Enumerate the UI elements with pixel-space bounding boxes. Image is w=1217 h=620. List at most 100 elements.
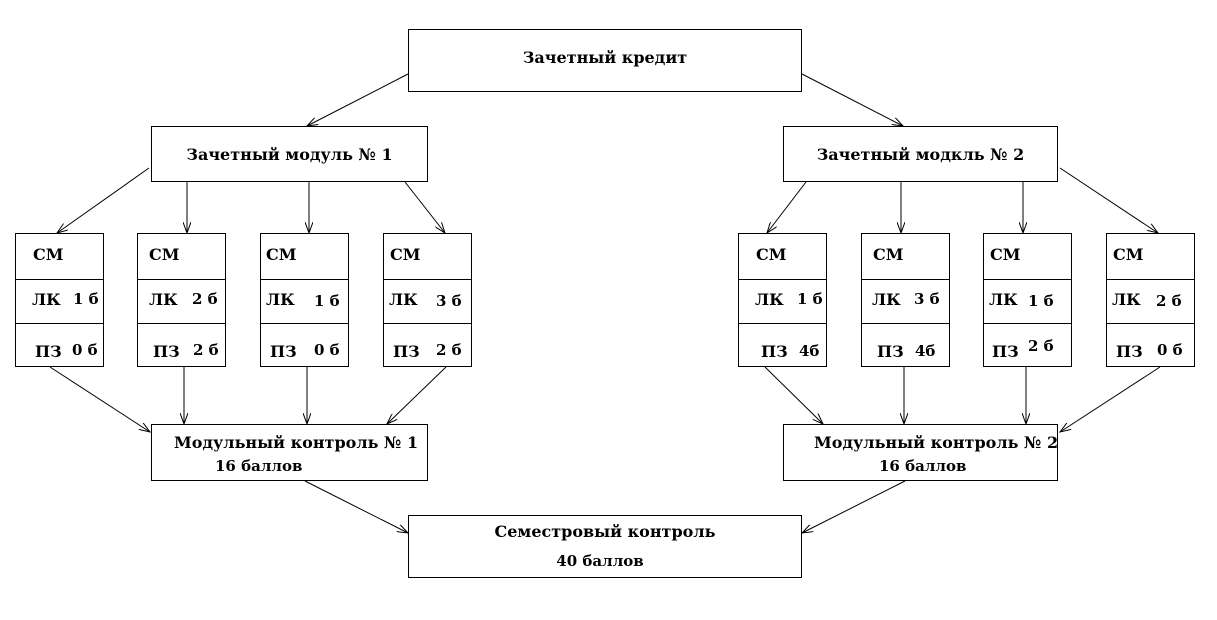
pz-label: ПЗ xyxy=(761,342,788,361)
lk-value: 1 б xyxy=(797,290,823,308)
lk-value: 1 б xyxy=(314,292,340,310)
module-control-1-title: Модульный контроль № 1 xyxy=(174,433,419,452)
semester-control-points: 40 баллов xyxy=(556,552,644,570)
unit-box: СМ ЛК 2 б ПЗ 2 б xyxy=(137,233,226,367)
sm-cell: СМ xyxy=(1107,234,1194,279)
arrow-control-1-to-semester xyxy=(304,480,408,533)
module-1-box: Зачетный модуль № 1 xyxy=(151,126,428,182)
sm-cell: СМ xyxy=(739,234,826,279)
sm-label: СМ xyxy=(1113,245,1144,264)
pz-cell: ПЗ 0 б xyxy=(261,323,348,367)
arrow-unit-1-to-control-1 xyxy=(49,366,150,432)
unit-box: СМ ЛК 1 б ПЗ 0 б xyxy=(15,233,104,367)
sm-label: СМ xyxy=(756,245,787,264)
arrow-unit-4-to-control-1 xyxy=(387,366,447,424)
module-control-1-box: Модульный контроль № 1 16 баллов xyxy=(151,424,428,481)
lk-label: ЛК xyxy=(755,290,784,309)
pz-label: ПЗ xyxy=(35,342,62,361)
arrow-credit-to-module-1 xyxy=(307,73,409,126)
module-control-1-points: 16 баллов xyxy=(215,457,303,475)
unit-box: СМ ЛК 3 б ПЗ 4б xyxy=(861,233,950,367)
module-2-title: Зачетный модкль № 2 xyxy=(816,145,1025,164)
sm-label: СМ xyxy=(390,245,421,264)
pz-value: 0 б xyxy=(72,341,98,359)
pz-value: 2 б xyxy=(193,341,219,359)
lk-value: 3 б xyxy=(914,290,940,308)
arrow-module-2-to-unit-1 xyxy=(767,181,807,233)
arrow-control-2-to-semester xyxy=(802,480,906,533)
lk-cell: ЛК 2 б xyxy=(1107,279,1194,323)
pz-value: 4б xyxy=(799,342,820,360)
lk-label: ЛК xyxy=(266,290,295,309)
pz-value: 0 б xyxy=(314,341,340,359)
pz-label: ПЗ xyxy=(877,342,904,361)
pz-cell: ПЗ 0 б xyxy=(1107,323,1194,367)
lk-label: ЛК xyxy=(872,290,901,309)
lk-cell: ЛК 1 б xyxy=(739,279,826,323)
lk-value: 1 б xyxy=(1028,292,1054,310)
arrow-credit-to-module-2 xyxy=(801,73,903,126)
pz-cell: ПЗ 4б xyxy=(739,323,826,367)
unit-box: СМ ЛК 1 б ПЗ 0 б xyxy=(260,233,349,367)
sm-label: СМ xyxy=(149,245,180,264)
lk-cell: ЛК 1 б xyxy=(16,279,103,323)
pz-cell: ПЗ 2 б xyxy=(138,323,225,367)
unit-box: СМ ЛК 3 б ПЗ 2 б xyxy=(383,233,472,367)
pz-cell: ПЗ 2 б xyxy=(984,323,1071,367)
pz-label: ПЗ xyxy=(153,342,180,361)
lk-label: ЛК xyxy=(32,290,61,309)
lk-cell: ЛК 3 б xyxy=(862,279,949,323)
sm-cell: СМ xyxy=(138,234,225,279)
credit-title: Зачетный кредит xyxy=(522,48,688,67)
sm-cell: СМ xyxy=(16,234,103,279)
lk-label: ЛК xyxy=(389,290,418,309)
lk-label: ЛК xyxy=(1112,290,1141,309)
arrow-unit-5-to-control-2 xyxy=(764,366,823,424)
lk-cell: ЛК 3 б xyxy=(384,279,471,323)
sm-cell: СМ xyxy=(261,234,348,279)
pz-value: 2 б xyxy=(1028,337,1054,355)
lk-label: ЛК xyxy=(149,290,178,309)
lk-value: 2 б xyxy=(1156,292,1182,310)
lk-cell: ЛК 2 б xyxy=(138,279,225,323)
lk-label: ЛК xyxy=(989,290,1018,309)
lk-value: 3 б xyxy=(436,292,462,310)
lk-cell: ЛК 1 б xyxy=(261,279,348,323)
pz-label: ПЗ xyxy=(992,342,1019,361)
sm-cell: СМ xyxy=(984,234,1071,279)
arrow-module-1-to-unit-4 xyxy=(404,181,445,233)
unit-box: СМ ЛК 2 б ПЗ 0 б xyxy=(1106,233,1195,367)
arrow-unit-8-to-control-2 xyxy=(1060,366,1161,432)
semester-control-title: Семестровый контроль xyxy=(494,522,716,541)
credit-box: Зачетный кредит xyxy=(408,29,802,92)
lk-value: 2 б xyxy=(192,290,218,308)
module-control-2-points: 16 баллов xyxy=(879,457,967,475)
module-control-2-title: Модульный контроль № 2 xyxy=(814,433,1059,452)
pz-label: ПЗ xyxy=(1116,342,1143,361)
module-control-2-box: Модульный контроль № 2 16 баллов xyxy=(783,424,1058,481)
arrow-module-1-to-unit-1 xyxy=(57,167,150,233)
sm-label: СМ xyxy=(33,245,64,264)
pz-value: 4б xyxy=(915,342,936,360)
pz-cell: ПЗ 0 б xyxy=(16,323,103,367)
sm-cell: СМ xyxy=(384,234,471,279)
pz-value: 2 б xyxy=(436,341,462,359)
unit-box: СМ ЛК 1 б ПЗ 4б xyxy=(738,233,827,367)
sm-label: СМ xyxy=(990,245,1021,264)
pz-cell: ПЗ 2 б xyxy=(384,323,471,367)
lk-cell: ЛК 1 б xyxy=(984,279,1071,323)
sm-cell: СМ xyxy=(862,234,949,279)
pz-cell: ПЗ 4б xyxy=(862,323,949,367)
module-2-box: Зачетный модкль № 2 xyxy=(783,126,1058,182)
pz-label: ПЗ xyxy=(393,342,420,361)
unit-box: СМ ЛК 1 б ПЗ 2 б xyxy=(983,233,1072,367)
module-1-title: Зачетный модуль № 1 xyxy=(186,145,393,164)
lk-value: 1 б xyxy=(73,290,99,308)
semester-control-box: Семестровый контроль 40 баллов xyxy=(408,515,802,578)
arrow-module-2-to-unit-4 xyxy=(1059,167,1158,233)
sm-label: СМ xyxy=(266,245,297,264)
pz-label: ПЗ xyxy=(270,342,297,361)
pz-value: 0 б xyxy=(1157,341,1183,359)
